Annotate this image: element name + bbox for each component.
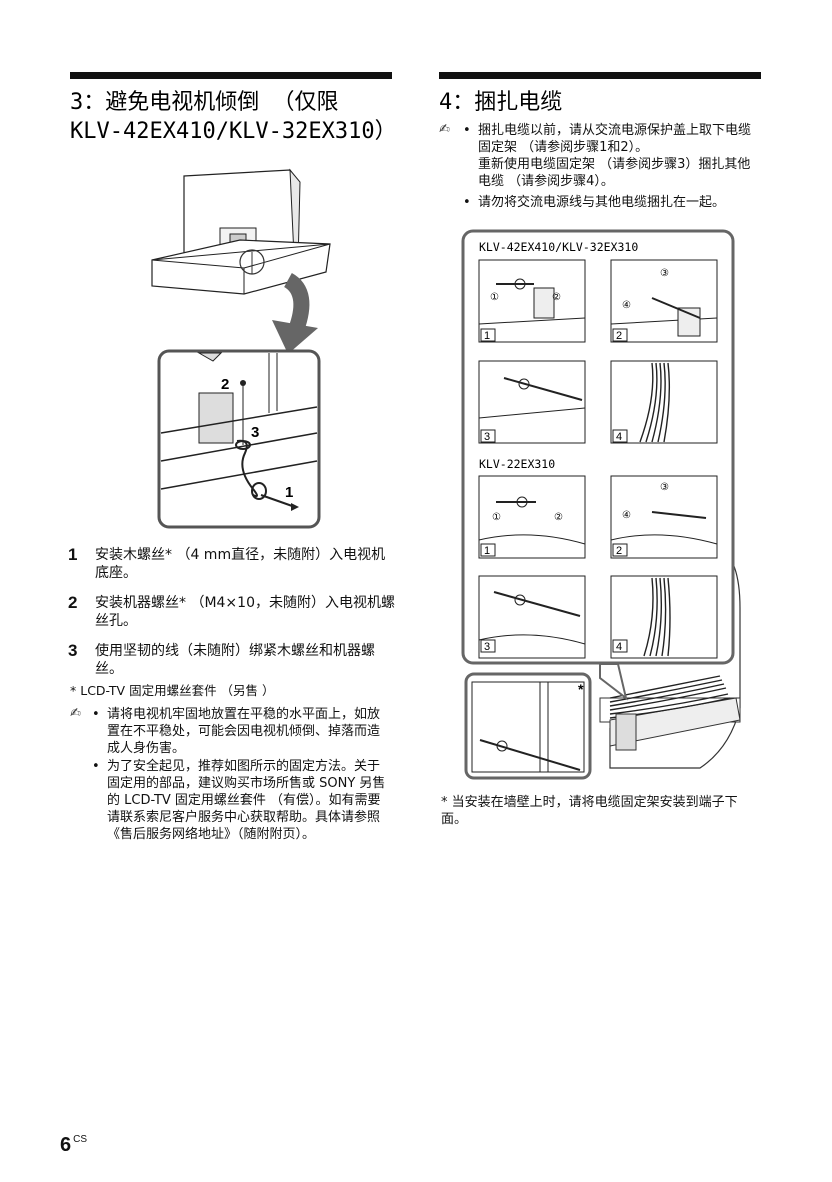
panel-4b: 4: [610, 575, 718, 659]
model-label-2: KLV-22EX310: [479, 457, 555, 471]
panel-1b: 1 ① ②: [478, 475, 586, 559]
panel-number: 2: [616, 545, 622, 557]
left-note-1: • 请将电视机牢固地放置在平稳的水平面上，如放置在不平稳处，可能会因电视机倾倒、…: [92, 706, 392, 757]
callout-1: 1: [285, 484, 293, 501]
step-1: 1 安装木螺丝* （4 mm直径，未随附）入电视机底座。: [68, 546, 398, 582]
panel-3b: 3: [478, 575, 586, 659]
panel-number: 4: [616, 641, 622, 653]
panel-number: 4: [616, 431, 622, 443]
circled-3: ③: [660, 482, 669, 493]
left-footnote: * LCD-TV 固定用螺丝套件 （另售 ）: [70, 683, 275, 698]
bullet-dot: •: [463, 195, 471, 210]
step-2-text: 安装机器螺丝* （M4×10，未随附）入电视机螺丝孔。: [95, 595, 395, 629]
asterisk-mark: *: [578, 681, 584, 697]
page-number-value: 6: [60, 1134, 72, 1156]
note-pencil-icon: ✍: [439, 122, 450, 137]
step-3-text: 使用坚韧的线（未随附）绑紧木螺丝和机器螺丝。: [95, 643, 375, 677]
left-heading-rule: [70, 72, 392, 79]
tie-detail-illustration: 2 3 1: [157, 349, 321, 529]
step-3: 3 使用坚韧的线（未随附）绑紧木螺丝和机器螺丝。: [68, 642, 398, 678]
step-1-number: 1: [68, 545, 78, 564]
right-note-2: 重新使用电缆固定架 （请参阅步骤3）捆扎其他电缆 （请参阅步骤4）。: [463, 156, 761, 190]
right-heading-rule: [439, 72, 761, 79]
right-note-3-text: 请勿将交流电源线与其他电缆捆扎在一起。: [478, 195, 726, 210]
cable-bundling-illustration: KLV-42EX410/KLV-32EX310 KLV-22EX310 1 ① …: [461, 229, 741, 780]
left-heading: 3：避免电视机倾倒 （仅限 KLV-42EX410/KLV-32EX310）: [70, 88, 400, 146]
circled-2: ②: [554, 512, 563, 523]
circled-3: ③: [660, 268, 669, 279]
panel-3a: 3: [478, 360, 586, 444]
panel-number: 3: [484, 641, 490, 653]
callout-3: 3: [251, 424, 259, 441]
left-note-1-text: 请将电视机牢固地放置在平稳的水平面上，如放置在不平稳处，可能会因电视机倾倒、掉落…: [107, 707, 381, 756]
step-3-number: 3: [68, 641, 78, 660]
left-note-2-text: 为了安全起见，推荐如图所示的固定方法。关于固定用的部品，建议购买市场所售或 SO…: [107, 759, 386, 842]
circled-4: ④: [622, 510, 631, 521]
panel-4a: 4: [610, 360, 718, 444]
panel-number: 1: [484, 330, 490, 342]
callout-2: 2: [221, 376, 229, 393]
panel-number: 3: [484, 431, 490, 443]
right-heading: 4：捆扎电缆: [439, 90, 563, 115]
step-2-number: 2: [68, 593, 78, 612]
note-pencil-icon: ✍: [70, 706, 81, 721]
right-note-3: • 请勿将交流电源线与其他电缆捆扎在一起。: [463, 194, 761, 211]
bullet-dot: •: [92, 759, 100, 774]
right-note-1-text: 捆扎电缆以前，请从交流电源保护盖上取下电缆固定架 （请参阅步骤1和2）。: [478, 123, 752, 155]
tv-stand-illustration: [151, 168, 331, 354]
panel-2b: 2 ③ ④: [610, 475, 718, 559]
page-number-suffix: CS: [73, 1134, 88, 1145]
right-note-1: • 捆扎电缆以前，请从交流电源保护盖上取下电缆固定架 （请参阅步骤1和2）。: [463, 122, 761, 156]
step-2: 2 安装机器螺丝* （M4×10，未随附）入电视机螺丝孔。: [68, 594, 398, 630]
panel-number: 2: [616, 330, 622, 342]
step-1-text: 安装木螺丝* （4 mm直径，未随附）入电视机底座。: [95, 547, 386, 581]
left-heading-line1: 3：避免电视机倾倒 （仅限: [70, 90, 339, 115]
model-label-1: KLV-42EX410/KLV-32EX310: [479, 240, 638, 254]
circled-1: ①: [490, 292, 499, 303]
right-footnote: * 当安装在墙壁上时，请将电缆固定架安装到端子下面。: [441, 794, 761, 828]
panel-number: 1: [484, 545, 490, 557]
circled-4: ④: [622, 300, 631, 311]
panel-1a: 1 ① ②: [478, 259, 586, 343]
circled-2: ②: [552, 292, 561, 303]
bullet-dot: •: [92, 707, 100, 722]
right-note-2-text: 重新使用电缆固定架 （请参阅步骤3）捆扎其他电缆 （请参阅步骤4）。: [478, 157, 751, 189]
circled-1: ①: [492, 512, 501, 523]
right-footnote-text: * 当安装在墙壁上时，请将电缆固定架安装到端子下面。: [441, 795, 738, 827]
panel-2a: 2 ③ ④: [610, 259, 718, 343]
bullet-dot: •: [463, 123, 471, 138]
left-note-2: • 为了安全起见，推荐如图所示的固定方法。关于固定用的部品，建议购买市场所售或 …: [92, 758, 392, 843]
left-heading-line2: KLV-42EX410/KLV-32EX310）: [70, 119, 397, 144]
